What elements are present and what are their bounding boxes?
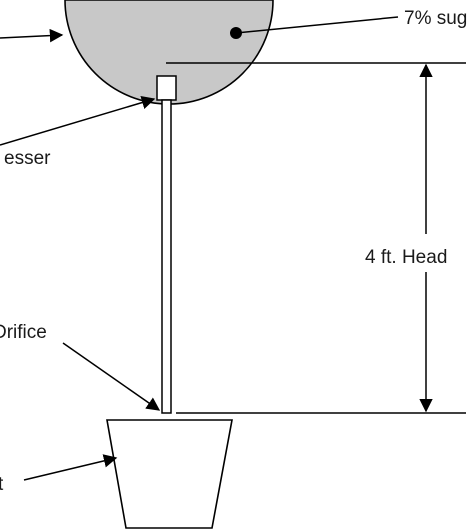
orifice-leader-arrow [62, 342, 161, 411]
feed-tube [161, 99, 172, 414]
pot-leader-arrow [23, 454, 118, 481]
compressor-label: esser [4, 148, 51, 169]
pot-label: t [0, 474, 4, 495]
compressor-leader-arrow [0, 96, 156, 146]
orifice-label: Drifice [0, 322, 47, 343]
solution-leader-line [235, 16, 399, 34]
tank-fitting [156, 75, 177, 101]
head-label: 4 ft. Head [365, 247, 447, 268]
collection-pot [106, 419, 233, 529]
tank-bowl [64, 0, 274, 105]
solution-label: 7% sug [404, 8, 467, 29]
solution-leader-dot [230, 27, 242, 39]
tank-leader-arrow [0, 28, 64, 43]
